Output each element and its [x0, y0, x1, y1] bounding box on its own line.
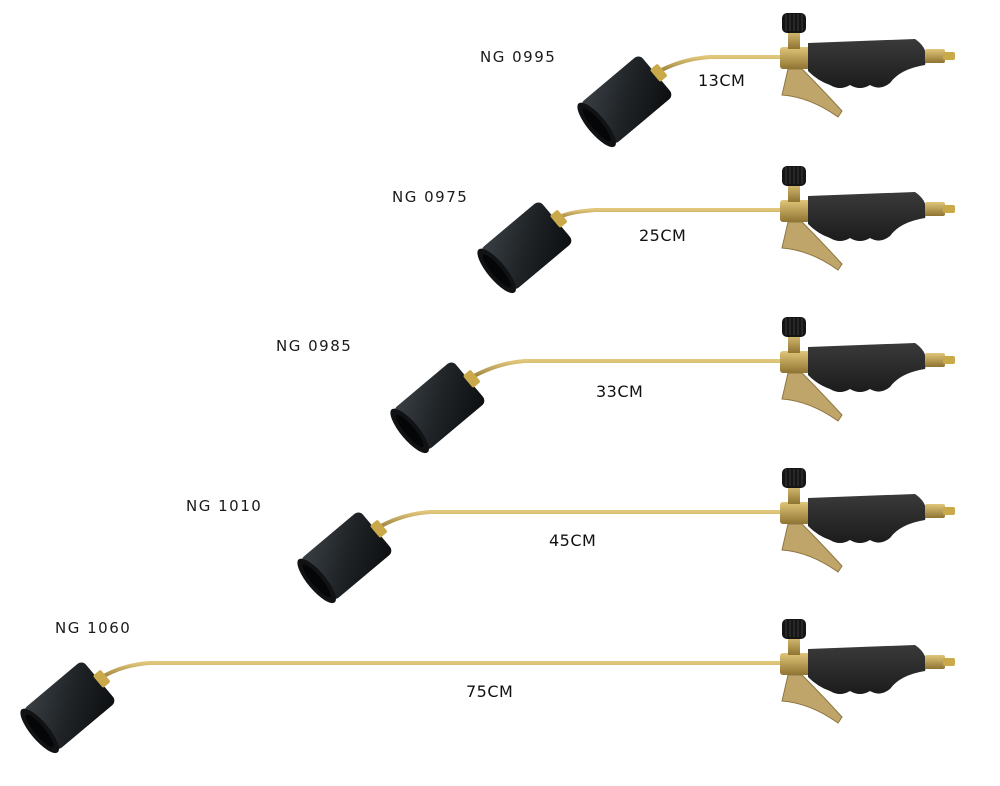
torch-length-label-75cm: 75CM: [466, 682, 514, 701]
torch-length-label-13cm: 13CM: [698, 71, 746, 90]
handle-grip: [808, 343, 927, 392]
torch-model-label-1010: NG 1010: [186, 497, 263, 515]
handle-grip: [808, 192, 927, 241]
torch-length-label-33cm: 33CM: [596, 382, 644, 401]
trigger-lever: [781, 674, 843, 724]
trigger-lever: [781, 221, 843, 271]
control-knob: [782, 13, 806, 33]
brass-valve-fitting: [780, 333, 810, 373]
torch-0975: [477, 166, 955, 294]
trigger-lever: [781, 523, 843, 573]
brass-tube: [95, 661, 787, 682]
control-knob: [782, 317, 806, 337]
burner-head: [477, 202, 572, 294]
torch-model-label-0985: NG 0985: [276, 337, 353, 355]
torch-model-label-0995: NG 0995: [480, 48, 557, 66]
torch-0985: [390, 317, 955, 454]
handle-grip: [808, 39, 927, 88]
torch-1010: [297, 468, 955, 604]
brass-valve-fitting: [780, 182, 810, 222]
torch-model-label-0975: NG 0975: [392, 188, 469, 206]
control-knob: [782, 166, 806, 186]
burner-head: [20, 662, 115, 754]
torch-0995: [577, 13, 955, 148]
hose-connector: [925, 202, 955, 216]
torch-model-label-1060: NG 1060: [55, 619, 132, 637]
control-knob: [782, 619, 806, 639]
control-knob: [782, 468, 806, 488]
handle-grip: [808, 494, 927, 543]
brass-valve-fitting: [780, 29, 810, 69]
burner-head: [297, 512, 392, 604]
burner-head: [390, 362, 485, 454]
trigger-lever: [781, 68, 843, 118]
torch-length-label-25cm: 25CM: [639, 226, 687, 245]
hose-connector: [925, 49, 955, 63]
handle-grip: [808, 645, 927, 694]
brass-valve-fitting: [780, 635, 810, 675]
brass-tube: [372, 510, 787, 532]
hose-connector: [925, 655, 955, 669]
hose-connector: [925, 504, 955, 518]
burner-head: [577, 56, 672, 148]
hose-connector: [925, 353, 955, 367]
brass-tube: [552, 208, 787, 222]
brass-valve-fitting: [780, 484, 810, 524]
trigger-lever: [781, 372, 843, 422]
torch-length-label-45cm: 45CM: [549, 531, 597, 550]
torch-1060: [20, 619, 955, 754]
brass-tube: [465, 359, 787, 382]
